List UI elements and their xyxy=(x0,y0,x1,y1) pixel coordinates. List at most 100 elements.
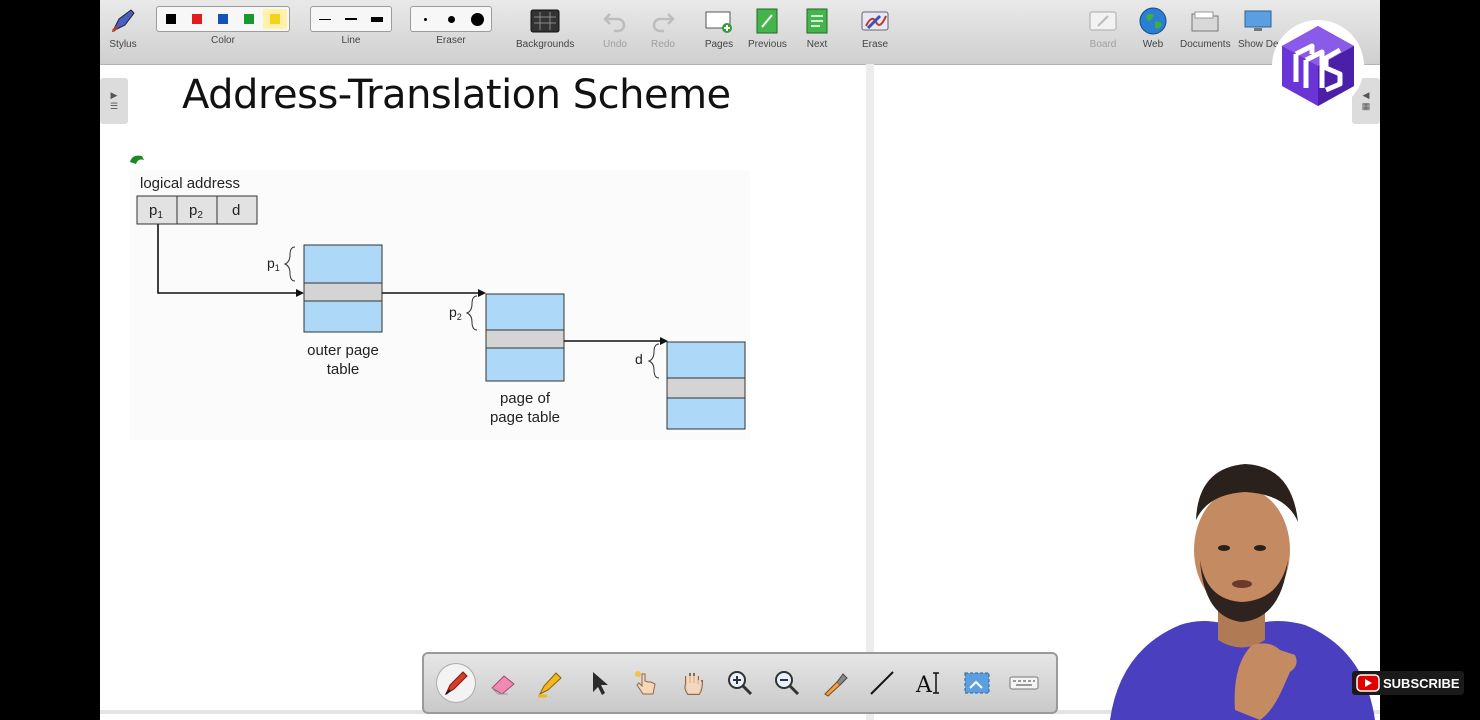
p2-brace xyxy=(465,295,478,331)
presenter-face xyxy=(1194,488,1290,612)
eraser-medium-button[interactable] xyxy=(439,9,463,29)
outer-page-table xyxy=(303,244,383,333)
stylus-label: Stylus xyxy=(109,39,137,50)
table-block xyxy=(303,300,383,333)
line-widths xyxy=(310,6,392,32)
eyedropper-icon xyxy=(823,673,848,697)
top-toolbar: Stylus Color Line xyxy=(100,0,1380,65)
d-arrow-head xyxy=(660,337,668,345)
board-label: Board xyxy=(1089,39,1117,50)
memory-block xyxy=(666,397,746,430)
d-brace-label: d xyxy=(635,351,643,367)
logical-address-box xyxy=(136,195,258,225)
physical-memory xyxy=(666,341,746,430)
show-desktop-button[interactable]: Show De xyxy=(1238,6,1279,50)
board-button[interactable]: Board xyxy=(1088,6,1118,50)
page-divider xyxy=(866,64,874,720)
erase-button[interactable]: Erase xyxy=(860,6,890,50)
outer-page-table-label-2: table xyxy=(327,361,360,378)
pan-tool-button[interactable] xyxy=(673,663,713,703)
gallery-icon: ▦ xyxy=(1361,101,1371,111)
erase-icon xyxy=(860,6,890,36)
line-thin-button[interactable] xyxy=(313,9,337,29)
documents-button[interactable]: Documents xyxy=(1180,6,1231,50)
p1-brace-label: p1 xyxy=(267,255,280,273)
screen-capture-tool-button[interactable] xyxy=(957,663,997,703)
pointer-tool-button[interactable] xyxy=(625,663,665,703)
pages-button[interactable]: Pages xyxy=(704,6,734,50)
previous-page-button[interactable]: Previous xyxy=(748,6,787,50)
eyedropper-tool-button[interactable] xyxy=(815,663,855,703)
text-icon: A xyxy=(915,672,940,698)
pen-tool-button[interactable] xyxy=(435,663,476,703)
monitor-icon xyxy=(1243,6,1273,36)
show-desktop-label: Show De xyxy=(1238,39,1279,50)
green-ink-mark xyxy=(130,155,144,164)
redo-button[interactable]: Redo xyxy=(648,6,678,50)
line-icon xyxy=(870,671,894,695)
line-thick-button[interactable] xyxy=(365,9,389,29)
channel-logo xyxy=(1272,20,1364,112)
next-page-icon xyxy=(802,6,832,36)
zoom-out-icon xyxy=(775,671,800,696)
backgrounds-button[interactable]: Backgrounds xyxy=(516,6,574,50)
left-panel-toggle[interactable]: ▶ ☰ xyxy=(100,78,128,124)
pages-icon xyxy=(704,6,734,36)
presenter-eye-right xyxy=(1254,545,1266,551)
documents-label: Documents xyxy=(1180,39,1231,50)
web-button[interactable]: Web xyxy=(1138,6,1168,50)
stylus-button[interactable]: Stylus xyxy=(108,6,138,50)
eraser-icon xyxy=(491,675,515,695)
zoom-out-tool-button[interactable] xyxy=(767,663,807,703)
eraser-label: Eraser xyxy=(436,35,466,46)
color-swatch-yellow[interactable] xyxy=(263,9,287,29)
keyboard-tool-button[interactable] xyxy=(1004,663,1044,703)
eraser-tool-button[interactable] xyxy=(483,663,523,703)
globe-icon xyxy=(1138,6,1168,36)
subscribe-button[interactable]: SUBSCRIBE xyxy=(1352,671,1464,695)
erase-label: Erase xyxy=(861,39,889,50)
collapse-arrow-icon: ◀ xyxy=(1362,90,1370,100)
p2-brace-label: p2 xyxy=(449,304,462,322)
table-block xyxy=(303,244,383,284)
p1-arrow-head xyxy=(296,289,304,297)
screen-capture-icon xyxy=(964,672,990,694)
table-entry-selected xyxy=(485,329,565,349)
eraser-group: Eraser xyxy=(410,6,492,46)
eraser-large-button[interactable] xyxy=(465,9,489,29)
address-translation-diagram: logical address p1 p2 d p1 outer page ta… xyxy=(130,170,750,440)
next-page-button[interactable]: Next xyxy=(802,6,832,50)
redo-icon xyxy=(648,6,678,36)
p2-arrow-head xyxy=(478,289,486,297)
presenter-hair xyxy=(1196,464,1298,522)
undo-button[interactable]: Undo xyxy=(600,6,630,50)
undo-icon xyxy=(600,6,630,36)
line-medium-button[interactable] xyxy=(339,9,363,29)
board-icon xyxy=(1088,6,1118,36)
page-of-page-table-label: page of xyxy=(500,390,551,407)
color-swatch-red[interactable] xyxy=(185,9,209,29)
next-label: Next xyxy=(806,39,828,50)
backgrounds-icon xyxy=(530,6,560,36)
cursor-arrow-icon xyxy=(592,672,608,695)
table-block xyxy=(485,347,565,382)
table-block xyxy=(485,293,565,331)
outer-page-table-label: outer page xyxy=(307,342,379,359)
zoom-in-icon xyxy=(727,671,752,696)
zoom-in-tool-button[interactable] xyxy=(720,663,760,703)
play-icon xyxy=(1356,674,1380,692)
color-swatch-blue[interactable] xyxy=(211,9,235,29)
redo-label: Redo xyxy=(651,39,675,50)
highlighter-icon xyxy=(538,672,563,698)
text-tool-button[interactable]: A xyxy=(909,663,949,703)
d-brace xyxy=(647,343,660,379)
field-p2: p2 xyxy=(189,202,203,221)
color-swatch-black[interactable] xyxy=(159,9,183,29)
field-p1: p1 xyxy=(149,202,163,221)
eraser-small-button[interactable] xyxy=(413,9,437,29)
subscribe-label: SUBSCRIBE xyxy=(1383,675,1460,691)
highlighter-tool-button[interactable] xyxy=(530,663,570,703)
color-swatch-green[interactable] xyxy=(237,9,261,29)
line-tool-button[interactable] xyxy=(862,663,902,703)
select-tool-button[interactable] xyxy=(578,663,618,703)
